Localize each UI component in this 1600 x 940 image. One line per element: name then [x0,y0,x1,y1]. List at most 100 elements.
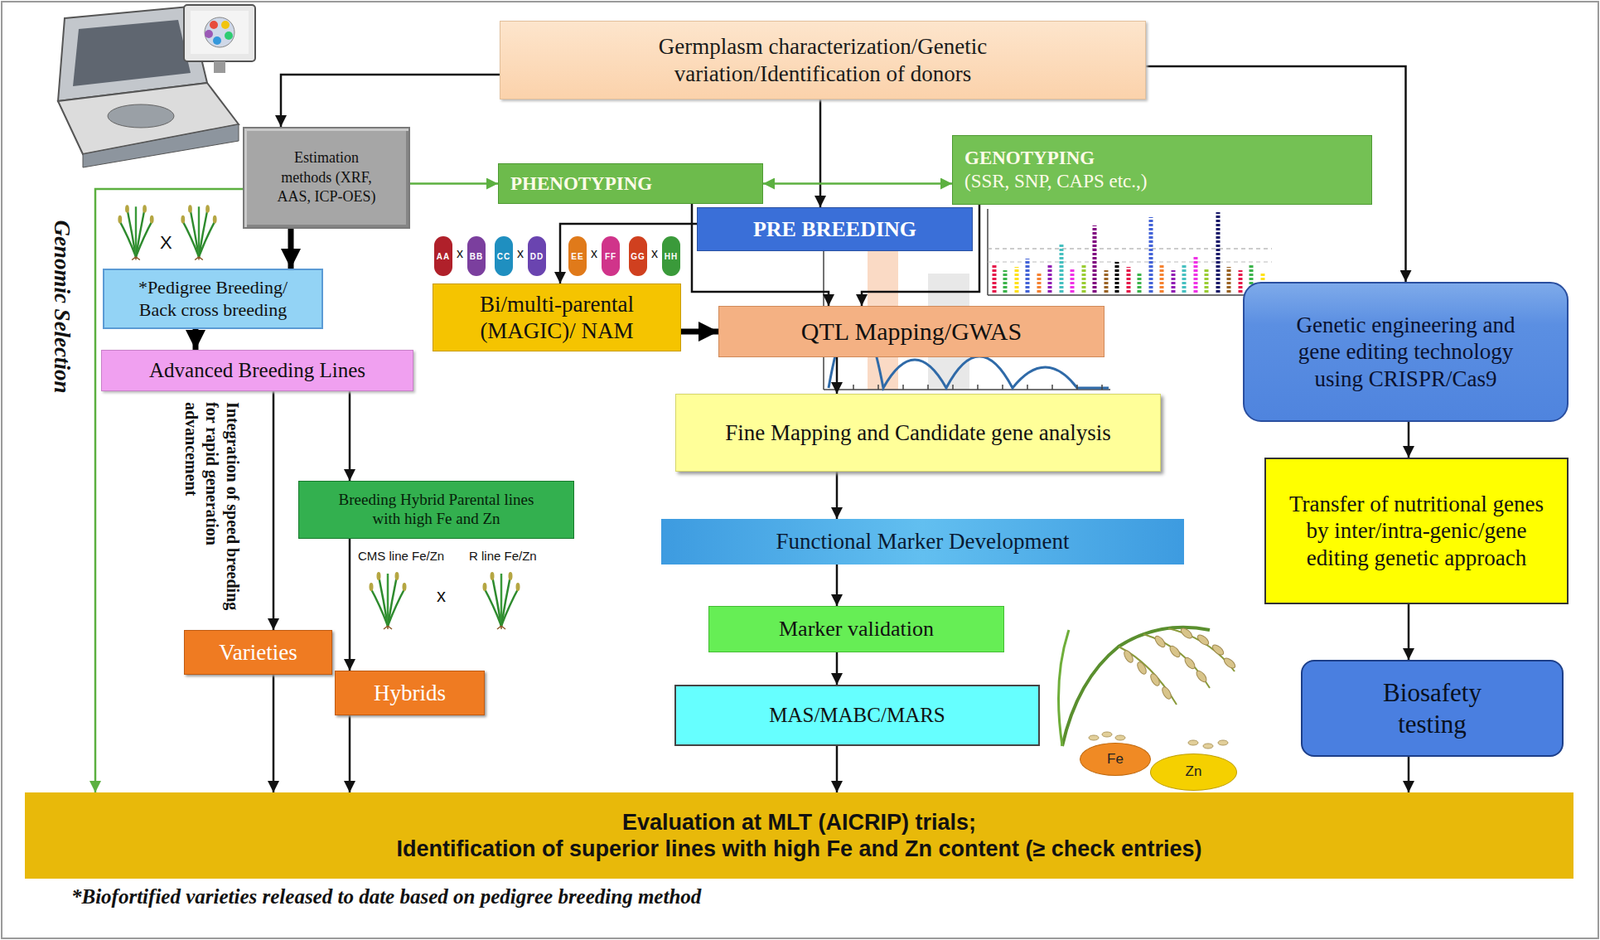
monitor-screen [190,10,249,54]
process-box: Fine Mapping and Candidate gene analysis [675,393,1161,472]
snp-points [994,212,1263,293]
method-box: *Pedigree Breeding/ Back cross breeding [102,268,324,329]
connector [836,357,839,394]
process-box: QTL Mapping/GWAS [718,305,1105,358]
process-box: Marker validation [708,605,1005,653]
connector [560,223,697,284]
process-box: Advanced Breeding Lines [101,349,414,392]
monitor [183,4,256,62]
rice-plant [483,571,521,629]
rice-panicle [1058,626,1238,749]
source-box: Germplasm characterization/Genetic varia… [499,20,1146,100]
node-text: PRE BREEDING [753,216,917,242]
rice-grains [1122,626,1238,701]
plot-axis [986,208,989,295]
node-text: Zn [1185,763,1203,780]
node-text: GENOTYPING [964,146,1095,170]
instrument-front [82,124,239,168]
node-text: Estimation methods (XRF, AAS, ICP-OES) [268,148,385,207]
process-box: Genetic engineering and gene editing tec… [1242,281,1569,422]
rice-plant [369,571,407,629]
cross-symbol: X [159,232,173,254]
connector [348,715,352,793]
threshold-line [987,261,1272,263]
output-box: Varieties [183,629,333,675]
node-text: Genetic engineering and gene editing tec… [1294,311,1518,392]
genotyping-box: GENOTYPING(SSR, SNP, CAPS etc.,) [952,135,1373,205]
plot-ticks [853,384,1103,390]
screen-dot [212,36,222,45]
connector [1407,421,1411,458]
parent-chromosome: AA [434,236,453,276]
prebreeding-box: PRE BREEDING [696,207,973,252]
connector [410,182,498,185]
process-box: Breeding Hybrid Parental lines with high… [298,480,575,539]
nutrient-oval: Zn [1150,753,1238,791]
connector [288,228,295,269]
parent-chromosome: HH [662,236,681,276]
output-box: Hybrids [334,670,485,716]
parent-chromosome: DD [527,236,547,276]
connector [348,391,352,481]
node-text: PHENOTYPING [510,172,653,196]
node-text: MAS/MABC/MARS [768,702,946,728]
node-text: *Pedigree Breeding/ Back cross breeding [121,276,305,321]
method-box: Estimation methods (XRF, AAS, ICP-OES) [242,126,411,229]
node-text: Evaluation at MLT (AICRIP) trials; [622,808,977,836]
screen-dial [204,17,235,48]
node-text: Marker validation [778,615,934,642]
cross-symbol: x [436,584,446,607]
plot-axis [823,388,1111,391]
node-text: Biosafety testing [1349,676,1516,739]
connector [272,674,276,793]
line-label: CMS line Fe/Zn [357,548,445,563]
parent-chromosome: EE [568,236,587,276]
cross-symbol: x [514,246,527,262]
rice-plant [117,204,154,260]
screen-dot [209,20,218,30]
parent-chromosome: FF [601,236,620,276]
nutrient-oval: Fe [1079,742,1151,776]
xrf-instrument [58,4,256,168]
plot-axis [987,294,1272,296]
evaluation-band: Evaluation at MLT (AICRIP) trials;Identi… [24,792,1574,879]
footnote: *Biofortified varieties released to date… [71,884,701,909]
line-label: R line Fe/Zn [468,548,537,563]
threshold-line [987,248,1272,250]
screen-dot [204,29,213,39]
phenotyping-box: PHENOTYPING [497,163,764,204]
connector [763,182,953,185]
node-text: Bi/multi-parental (MAGIC)/ NAM [444,290,669,345]
connector [348,538,352,671]
node-text: Functional Marker Development [776,527,1070,555]
connector [193,328,199,350]
node-text: Identification of superior lines with hi… [396,835,1203,862]
leaf [1058,629,1070,746]
connector [836,564,839,606]
node-text: (SSR, SNP, CAPS etc.,) [964,169,1147,194]
parent-chromosome: GG [628,236,648,276]
panicle-stem [1062,627,1210,746]
connector [836,745,839,793]
node-text: Fe [1106,750,1124,768]
screen-dot [224,31,233,40]
side-label: Integration of speed breeding for rapid … [180,401,243,618]
connector [681,328,719,335]
parent-chromosome: CC [494,236,513,276]
process-box: Functional Marker Development [661,518,1185,565]
process-box: Biosafety testing [1300,659,1564,757]
cross-symbol: x [648,246,661,262]
connector [836,471,839,519]
connector [819,99,822,208]
node-text: Hybrids [373,679,446,706]
sample-tray [107,104,175,128]
side-label: Genomic Selection [48,219,75,393]
rice-plant [180,204,217,260]
node-text: Varieties [218,638,297,666]
connector [272,391,276,630]
parent-chromosome: BB [467,236,486,276]
connector [1407,604,1411,660]
manhattan-plot [987,208,1272,295]
node-text: Transfer of nutritional genes by inter/i… [1284,490,1550,571]
